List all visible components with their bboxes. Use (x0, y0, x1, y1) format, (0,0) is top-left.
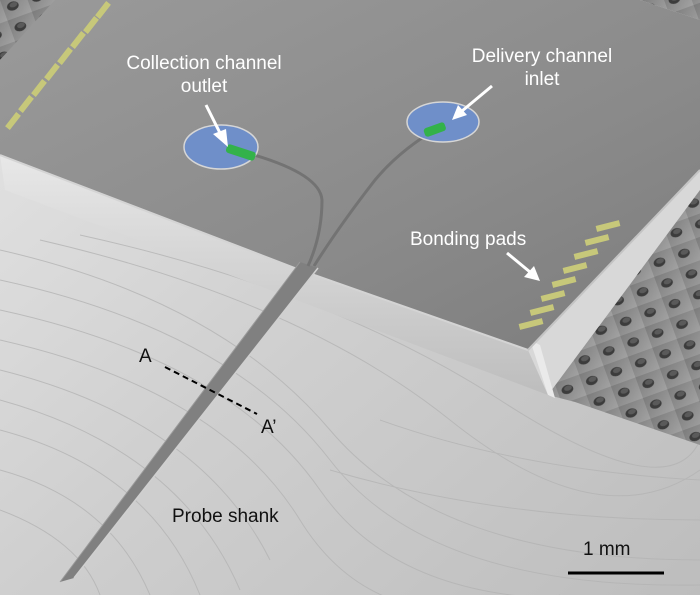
collection-outlet-label-line2: outlet (180, 76, 228, 97)
section-label-a: A (139, 346, 152, 367)
delivery-channel (312, 126, 439, 267)
bonding-pads-left (5, 1, 111, 130)
chip-top-surface (0, 0, 700, 350)
section-label-a-prime: A’ (261, 417, 277, 438)
bonding-pads-arrow (506, 251, 531, 274)
delivery-inlet-label-line2: inlet (524, 69, 560, 90)
delivery-inlet-label: Delivery channel inlet (442, 45, 642, 91)
substrate-streaks (0, 234, 700, 595)
collection-outlet-port (183, 124, 259, 170)
chip-side-wall (528, 170, 700, 395)
collection-outlet-label-line1: Collection channel (126, 53, 282, 74)
delivery-inlet-port (406, 101, 480, 143)
delivery-inlet-arrowhead (452, 105, 467, 120)
delivery-channel-opening (423, 122, 446, 137)
cross-section-line (164, 366, 258, 415)
delivery-inlet-label-line1: Delivery channel (471, 46, 613, 67)
bonding-pads-arrowhead (524, 266, 540, 281)
probe-shank-label: Probe shank (172, 506, 279, 527)
chip-front-wall (0, 155, 548, 395)
scale-bar-label: 1 mm (583, 539, 631, 560)
bonding-pads-label: Bonding pads (410, 229, 527, 250)
delivery-inlet-arrow (461, 84, 493, 113)
collection-outlet-label: Collection channel outlet (96, 52, 312, 98)
collection-outlet-arrow (204, 104, 223, 136)
perforated-substrate-right (548, 185, 700, 445)
probe-shank (60, 262, 318, 582)
annotation-arrows (204, 84, 540, 281)
collection-outlet-arrowhead (213, 129, 228, 147)
collection-channel (227, 146, 324, 267)
bonding-pads-right (518, 220, 621, 330)
collection-channel-opening (225, 144, 256, 161)
